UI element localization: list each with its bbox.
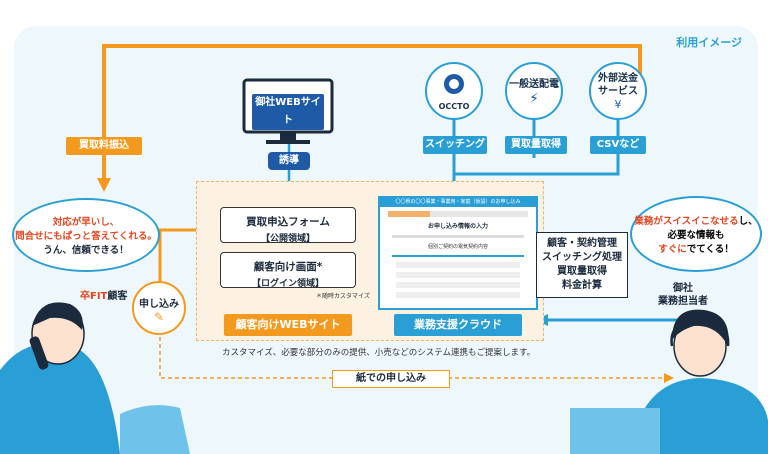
- staff-illustration-icon: [570, 310, 768, 454]
- customer-illustration-icon: [0, 302, 190, 454]
